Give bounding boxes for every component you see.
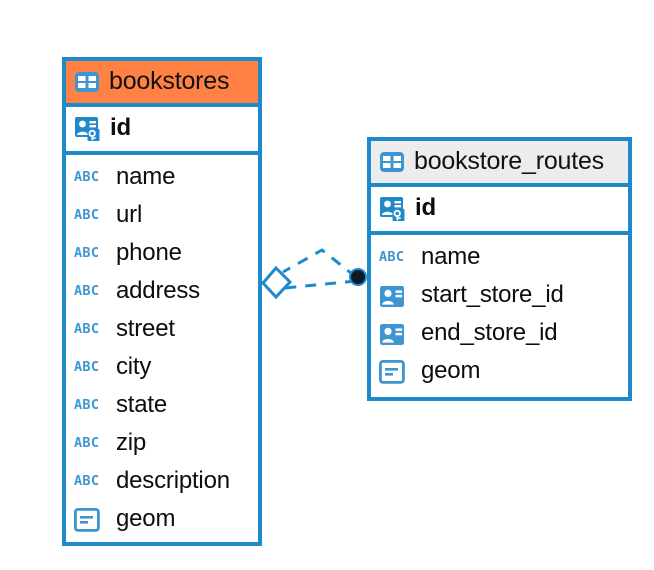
- foreign-key-icon: [379, 323, 413, 346]
- fields-section-bookstores: ABC name ABC url ABC phone ABC address A…: [66, 155, 258, 543]
- field-label: id: [110, 114, 131, 141]
- field-row-url[interactable]: ABC url: [66, 197, 258, 235]
- field-label: geom: [421, 357, 481, 384]
- entity-header-bookstores: bookstores: [66, 61, 258, 103]
- abc-text-icon: ABC: [74, 472, 100, 489]
- field-label: geom: [116, 505, 176, 532]
- abc-text-icon: ABC: [379, 248, 405, 265]
- table-icon: [379, 151, 405, 173]
- entity-header-bookstore-routes: bookstore_routes: [371, 141, 628, 183]
- field-row-start-store-id[interactable]: start_store_id: [371, 277, 628, 315]
- field-row-address[interactable]: ABC address: [66, 273, 258, 311]
- entity-table-bookstore-routes[interactable]: bookstore_routes: [367, 137, 632, 401]
- relationship-line-upper: [282, 248, 357, 279]
- entity-table-bookstores[interactable]: bookstores id: [62, 57, 262, 546]
- abc-text-icon: ABC: [74, 206, 100, 223]
- field-row-zip[interactable]: ABC zip: [66, 425, 258, 463]
- field-row-street[interactable]: ABC street: [66, 311, 258, 349]
- table-icon: [74, 71, 100, 93]
- field-label: url: [116, 201, 143, 228]
- field-row-phone[interactable]: ABC phone: [66, 235, 258, 273]
- abc-text-icon: ABC: [74, 320, 100, 337]
- field-label: state: [116, 391, 168, 418]
- field-row-name[interactable]: ABC name: [371, 239, 628, 277]
- filled-dot-marker: [349, 268, 367, 286]
- field-label: street: [116, 315, 175, 342]
- field-row-id[interactable]: id: [371, 187, 628, 231]
- field-label: zip: [116, 429, 147, 456]
- field-label: name: [116, 163, 176, 190]
- field-row-state[interactable]: ABC state: [66, 387, 258, 425]
- field-label: id: [415, 194, 436, 221]
- fields-section-bookstore-routes: ABC name start_store_id: [371, 235, 628, 395]
- field-row-city[interactable]: ABC city: [66, 349, 258, 387]
- abc-text-icon: ABC: [74, 396, 100, 413]
- entity-title: bookstore_routes: [414, 147, 604, 175]
- field-row-id[interactable]: id: [66, 107, 258, 151]
- field-row-name[interactable]: ABC name: [66, 159, 258, 197]
- field-label: city: [116, 353, 152, 380]
- relationship-line-lower: [284, 279, 357, 290]
- entity-title: bookstores: [109, 67, 230, 95]
- field-label: address: [116, 277, 200, 304]
- field-label: start_store_id: [421, 281, 564, 308]
- field-label: phone: [116, 239, 182, 266]
- primary-key-icon: [74, 116, 102, 142]
- field-label: name: [421, 243, 481, 270]
- abc-text-icon: ABC: [74, 358, 100, 375]
- field-row-geom[interactable]: geom: [371, 353, 628, 391]
- field-row-end-store-id[interactable]: end_store_id: [371, 315, 628, 353]
- primary-key-icon: [379, 196, 407, 222]
- abc-text-icon: ABC: [74, 434, 100, 451]
- diamond-marker: [260, 265, 293, 300]
- abc-text-icon: ABC: [74, 282, 100, 299]
- primary-key-section-bookstore-routes: id: [371, 183, 628, 235]
- field-label: end_store_id: [421, 319, 558, 346]
- primary-key-section-bookstores: id: [66, 103, 258, 155]
- abc-text-icon: ABC: [74, 244, 100, 261]
- field-row-geom[interactable]: geom: [66, 501, 258, 539]
- field-label: description: [116, 467, 230, 494]
- foreign-key-icon: [379, 285, 413, 308]
- geometry-icon: [74, 508, 108, 532]
- abc-text-icon: ABC: [74, 168, 100, 185]
- field-row-description[interactable]: ABC description: [66, 463, 258, 501]
- geometry-icon: [379, 360, 413, 384]
